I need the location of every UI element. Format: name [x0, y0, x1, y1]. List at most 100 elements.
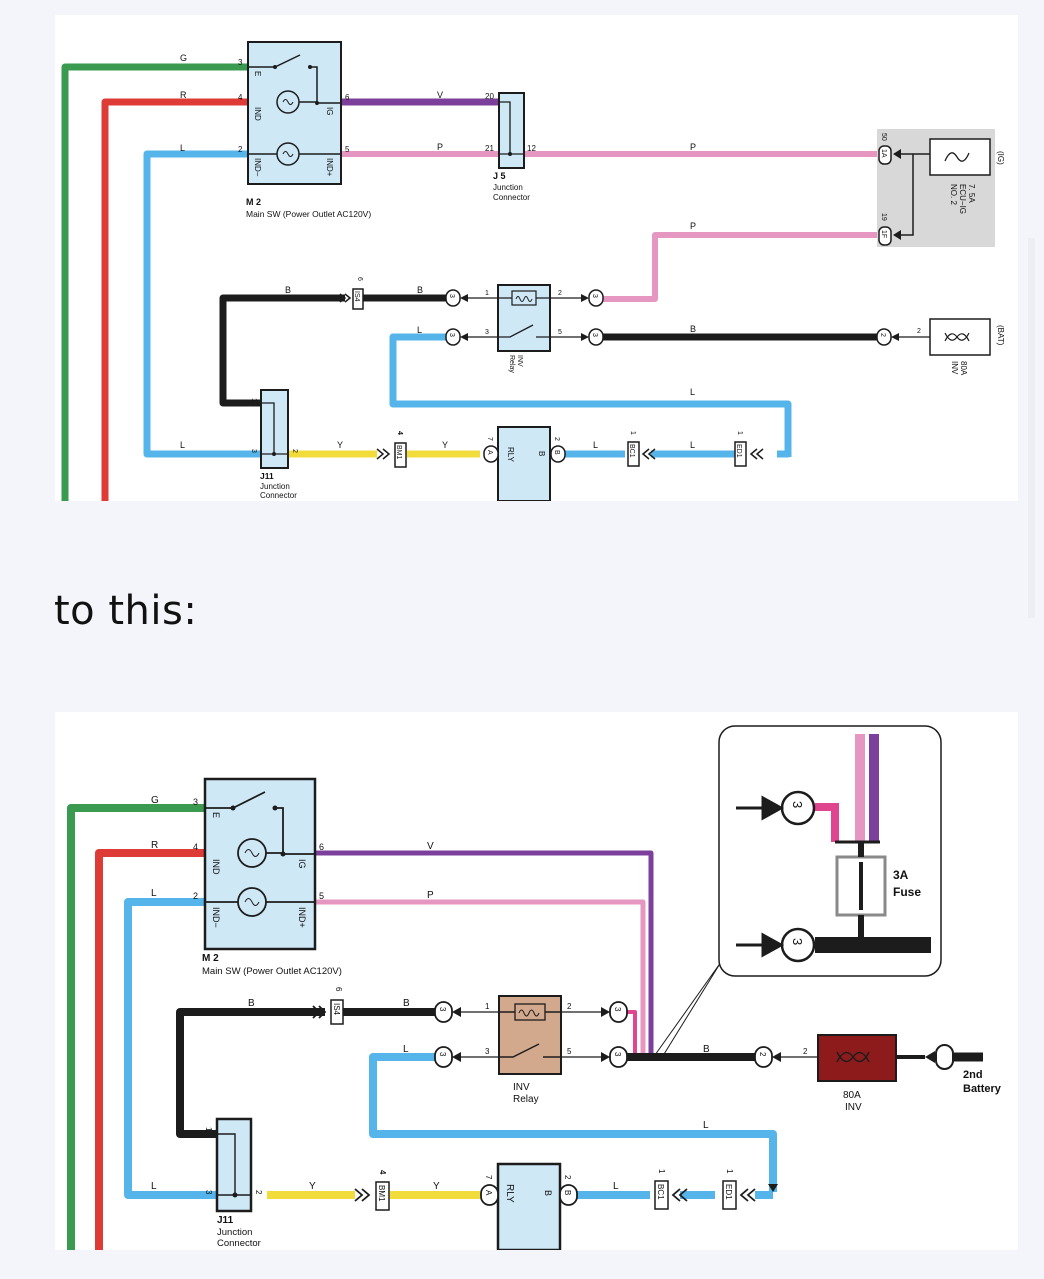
m2-ind-minus-label: IND− — [211, 907, 221, 928]
m2-ind-plus-label: IND+ — [297, 907, 307, 928]
is4-connector: IS4 6 — [312, 987, 344, 1025]
is4-connector: IS4 6 — [339, 277, 364, 310]
bat-fuse: 2 2 80A INV (BAT) — [876, 318, 1005, 376]
ecu-ig-tag: (IG) — [996, 151, 1005, 165]
ed1-label: ED1 — [735, 444, 742, 458]
rly-b-label: B — [537, 451, 546, 456]
m2-main-switch: 3 4 2 6 5 E IND IND− IG IND+ M 2 Main SW… — [193, 777, 342, 977]
rly-pin7: 7 — [484, 1175, 493, 1180]
j11-junction: 1 3 2 J11 Junction Connector — [250, 389, 298, 500]
m2-pin3: 3 — [193, 797, 198, 807]
wire-label-y2: Y — [442, 440, 448, 450]
ecu-conn-1a: 1A — [880, 149, 887, 158]
wire-label-p3: P — [690, 221, 696, 231]
scrollbar-track[interactable] — [1028, 238, 1035, 618]
bat-conn-pin: 2 — [879, 333, 886, 337]
j5-pin12: 12 — [527, 144, 536, 153]
j11-junction: 1 3 2 J11 Junction Connector — [204, 1117, 263, 1249]
fuse-conn-pin: 2 — [758, 1052, 767, 1057]
ecu-fuse-rating: 7. 5A — [967, 184, 976, 203]
wire-label-l6: L — [690, 440, 695, 450]
bc1-connector: BC1 1 — [627, 431, 656, 467]
bm1-connector: BM1 4 — [376, 431, 407, 468]
wire-label-p2: P — [690, 142, 696, 152]
wire-l-loop — [389, 333, 792, 457]
m2-pin4: 4 — [238, 93, 243, 102]
relay-name2: Relay — [513, 1094, 539, 1105]
wire-label-l4: L — [180, 440, 185, 450]
m2-name: Main SW (Power Outlet AC120V) — [202, 966, 342, 977]
relay-pin2: 2 — [567, 1002, 572, 1011]
wire-label-y: Y — [337, 440, 343, 450]
wire-label-l3: L — [703, 1120, 709, 1131]
m2-id: M 2 — [202, 953, 219, 964]
bm1-label: BM1 — [395, 445, 402, 460]
wire-b-left — [176, 1008, 325, 1138]
j11-id: J11 — [217, 1215, 234, 1226]
is4-pin: 6 — [356, 277, 363, 281]
ed1-arrow — [768, 1184, 778, 1192]
wire-label-r: R — [180, 90, 187, 100]
is4-pin: 6 — [334, 987, 343, 992]
m2-ind-plus-label: IND+ — [325, 158, 334, 177]
ecu-conn-1f: 1F — [880, 230, 887, 238]
ed1-connector: ED1 1 — [722, 1169, 756, 1210]
wire-l-left — [124, 898, 217, 1199]
bm1-connector: BM1 4 — [354, 1170, 390, 1211]
wire-label-l: L — [180, 143, 185, 153]
bc1-label: BC1 — [656, 1184, 665, 1200]
wire-l-loop — [369, 1053, 777, 1192]
j11-pin2: 2 — [291, 449, 298, 453]
rly-pin2: 2 — [553, 437, 560, 441]
m2-ig-label: IG — [297, 859, 307, 869]
wire-label-b: B — [248, 998, 255, 1009]
bm1-pin: 4 — [396, 431, 403, 435]
relay-pin3: 3 — [485, 329, 489, 336]
wire-l-left — [143, 150, 260, 458]
conn-3-b: 3 — [438, 1052, 447, 1057]
wire-relay-jumper — [625, 1010, 637, 1059]
wire-label-v: V — [427, 841, 434, 852]
relay-name2: Relay — [508, 355, 515, 373]
inset-callout: 3 3 3A Fuse — [718, 725, 942, 977]
wire-label-b2: B — [403, 998, 410, 1009]
m2-ind-minus-label: IND− — [253, 158, 262, 177]
ed1-pin: 1 — [725, 1169, 734, 1174]
wire-p — [315, 899, 646, 1057]
wire-label-l2: L — [417, 325, 422, 335]
wire-label-b2: B — [417, 285, 423, 295]
conn-3-d: 3 — [591, 333, 598, 337]
ecu-fuse-name: ECU−IG — [958, 184, 967, 214]
wires — [61, 63, 877, 501]
wire-b-left — [219, 294, 345, 407]
ecu-pin50: 50 — [880, 133, 887, 141]
relay-pin5: 5 — [567, 1047, 572, 1056]
rly-pin2: 2 — [563, 1175, 572, 1180]
j11-name1: Junction — [217, 1227, 252, 1238]
m2-e-label: E — [211, 812, 221, 818]
conn-3-d: 3 — [613, 1052, 622, 1057]
callout-pointer — [654, 961, 722, 1060]
j5-id: J 5 — [493, 171, 506, 181]
m2-pin5: 5 — [345, 145, 350, 154]
conn-3-b: 3 — [448, 333, 455, 337]
inv-80a-fuse: 2 2 80A INV — [754, 1034, 925, 1113]
bat-tag: (BAT) — [996, 325, 1005, 346]
battery-label2: Battery — [963, 1083, 1002, 1095]
inset-fuse-label: Fuse — [893, 885, 921, 899]
m2-ind-label: IND — [253, 107, 262, 121]
bat-pin: 2 — [917, 328, 921, 335]
wire-label-l5: L — [593, 440, 598, 450]
j5-name1: Junction — [493, 183, 523, 192]
conn-3-c: 3 — [613, 1007, 622, 1012]
ecu-ig-fuse: 1A 1F 50 19 7. 5A ECU−IG NO. 2 (IG) — [878, 133, 1005, 246]
bc1-connector: BC1 1 — [654, 1169, 688, 1210]
rly-label: RLY — [506, 447, 515, 463]
m2-ig-label: IG — [325, 107, 334, 115]
wire-label-g: G — [151, 795, 159, 806]
j11-pin3: 3 — [250, 449, 257, 453]
rly-block: A 7 B 2 RLY B — [480, 1162, 578, 1250]
inset-conn-top: 3 — [790, 801, 805, 808]
m2-pin6: 6 — [319, 842, 324, 852]
conn-3-a: 3 — [438, 1007, 447, 1012]
